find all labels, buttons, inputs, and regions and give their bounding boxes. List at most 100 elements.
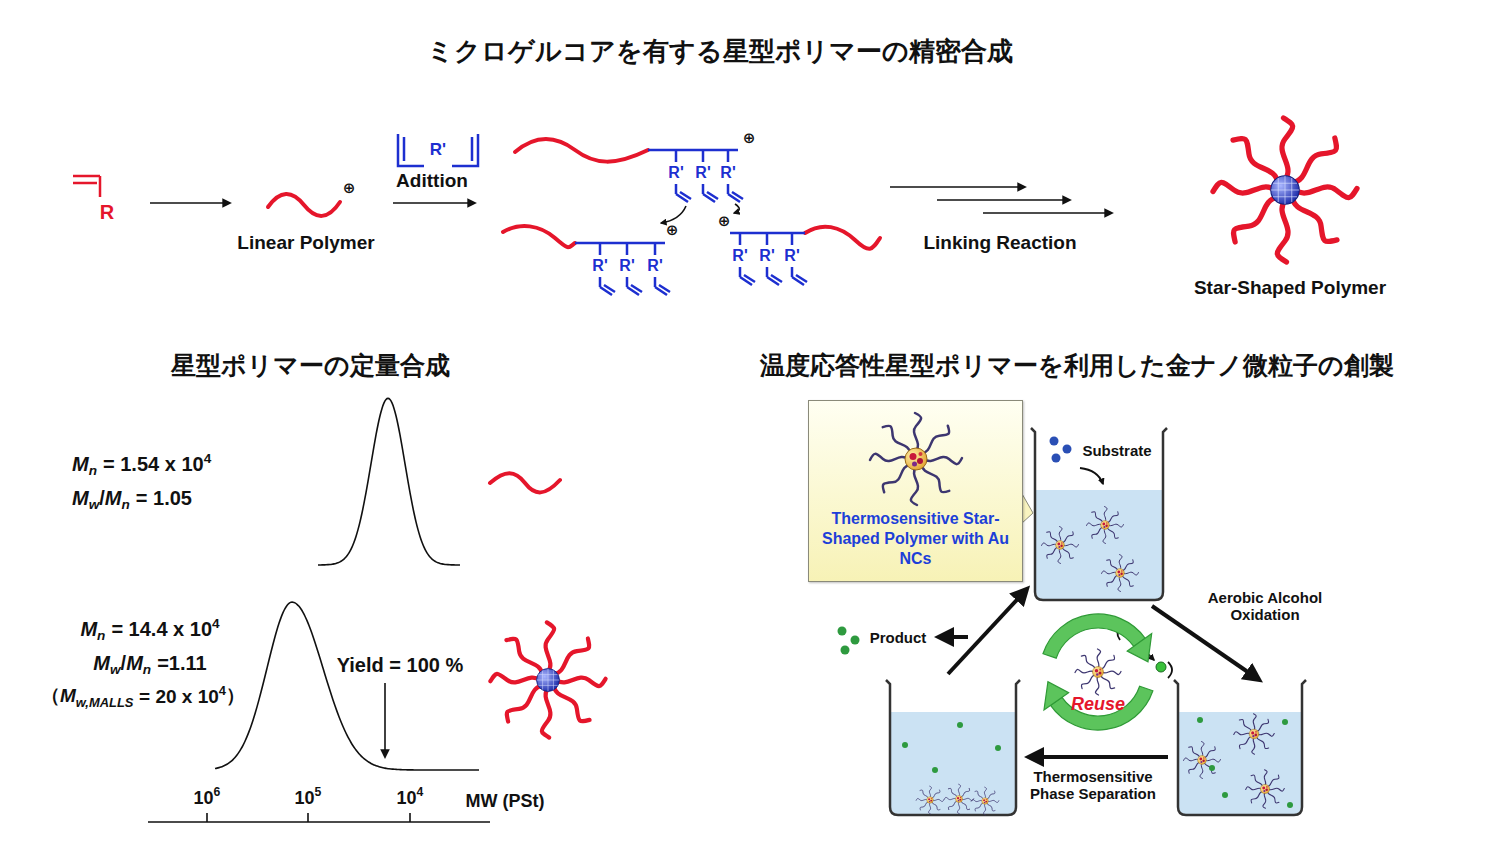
substituent-label: R' xyxy=(592,257,607,275)
formula-part: ） xyxy=(226,685,245,706)
chain-structure xyxy=(648,150,743,202)
gpc-trace xyxy=(215,602,479,770)
oxidation-scheme xyxy=(1168,662,1172,678)
product-dot xyxy=(1209,765,1215,771)
product-dot xyxy=(841,646,850,655)
thermo-star-polymer xyxy=(1246,770,1285,809)
thermo-star-polymer xyxy=(944,784,973,813)
process-label: Product xyxy=(870,629,927,646)
beaker xyxy=(1031,428,1167,600)
substituent-label: R' xyxy=(732,247,747,265)
substrate-dot xyxy=(1050,437,1072,463)
polymer-chain xyxy=(515,139,648,162)
cation-symbol: ⊕ xyxy=(743,129,756,146)
thermo-star-polymer xyxy=(971,787,999,815)
polymer-chain xyxy=(503,226,575,247)
product-dot xyxy=(932,767,938,773)
gpc-trace xyxy=(215,398,479,770)
formula-part: / xyxy=(121,652,127,674)
formula-part: 10 xyxy=(194,788,214,808)
reuse-cycle xyxy=(1043,614,1153,730)
reaction-arrow xyxy=(661,206,686,223)
substituent-label: R' xyxy=(784,247,799,265)
formula-part: （ xyxy=(41,685,60,706)
substrate-dot xyxy=(1063,445,1072,454)
star-polymer xyxy=(490,622,605,737)
polymer-chain xyxy=(268,194,340,216)
product-dot xyxy=(851,636,860,645)
formula-part: M xyxy=(72,487,89,509)
gpc-trace xyxy=(318,398,460,565)
beaker xyxy=(1179,712,1301,814)
formula-part: n xyxy=(143,662,151,677)
process-arrow xyxy=(1080,468,1103,484)
process-label: Thermosensitive Phase Separation xyxy=(1023,768,1163,803)
axis-title: MW (PSt) xyxy=(466,791,545,812)
page-title: ミクロゲルコアを有する星型ポリマーの精密合成 xyxy=(427,37,1013,67)
beaker xyxy=(1174,680,1306,815)
formula-part: = 20 x 10 xyxy=(139,685,219,706)
monomer-structure xyxy=(73,176,100,197)
formula-part: w xyxy=(110,662,121,677)
substituent-label: R' xyxy=(619,257,634,275)
formula-line: Mw/Mn= 1.05 xyxy=(70,487,194,513)
product-dot xyxy=(838,627,847,636)
axis xyxy=(148,813,490,822)
thermo-star-polymer xyxy=(916,786,944,814)
substituent-label: R' xyxy=(430,140,446,160)
formula-part: n xyxy=(121,497,129,512)
scheme-label: Adittion xyxy=(396,170,468,192)
thermo-star-polymer xyxy=(1184,742,1221,779)
substituent-label: R' xyxy=(759,247,774,265)
formula-part: M xyxy=(105,487,122,509)
formula-part: w,MALLS xyxy=(76,695,134,710)
divinyl-structure xyxy=(452,134,478,166)
formula-part: 6 xyxy=(214,785,221,799)
reaction-arrow xyxy=(890,186,1025,188)
callout-text: Thermosensitive Star-Shaped Polymer with… xyxy=(817,509,1014,569)
chain-structure xyxy=(575,243,670,295)
substrate-dot xyxy=(1050,437,1059,446)
reaction-arrow xyxy=(393,202,475,204)
formula-line: Mn= 14.4 x 104 xyxy=(78,616,221,644)
substituent-label: R' xyxy=(647,257,662,275)
scheme-label: Star-Shaped Polymer xyxy=(1194,277,1386,299)
divinyl-structure xyxy=(398,134,424,166)
star-polymer xyxy=(1213,118,1357,262)
formula-part: 10 xyxy=(295,788,315,808)
thermo-star-polymer xyxy=(1075,649,1121,695)
polymer-chain xyxy=(490,473,560,492)
thermo-star-polymer xyxy=(1075,649,1121,695)
section-heading: 星型ポリマーの定量合成 xyxy=(171,351,450,380)
thermo-star-polymer xyxy=(1102,555,1139,592)
monomer-structure xyxy=(73,176,100,197)
thermo-star-polymer xyxy=(1234,714,1274,754)
product-dot xyxy=(1282,719,1288,725)
product-dot xyxy=(1197,717,1203,723)
product-dot xyxy=(1287,802,1293,808)
process-arrow xyxy=(948,590,1026,674)
reaction-arrow xyxy=(734,204,739,213)
cation-symbol: ⊕ xyxy=(343,179,356,196)
formula-part: M xyxy=(126,652,143,674)
formula-part: w xyxy=(89,497,100,512)
axis xyxy=(384,683,386,757)
product-dot xyxy=(995,745,1001,751)
scheme-label: Linear Polymer xyxy=(237,232,374,254)
formula-part: 4 xyxy=(204,451,212,466)
formula-part: = 1.54 x 10 xyxy=(103,453,204,475)
reuse-cycle xyxy=(1127,634,1151,662)
scheme-label: Linking Reaction xyxy=(923,232,1076,254)
formula-part: 4 xyxy=(417,785,424,799)
process-arrow xyxy=(1030,755,1168,759)
beaker xyxy=(1036,490,1162,599)
formula-part: 4 xyxy=(212,616,220,631)
beaker xyxy=(886,680,1020,815)
chain-structure xyxy=(730,233,807,285)
callout-box: Thermosensitive Star-Shaped Polymer with… xyxy=(808,400,1023,582)
formula-part: = 14.4 x 10 xyxy=(111,618,212,640)
section-heading: 温度応答性星型ポリマーを利用した金ナノ微粒子の創製 xyxy=(760,351,1394,380)
chain-structure xyxy=(575,150,807,295)
